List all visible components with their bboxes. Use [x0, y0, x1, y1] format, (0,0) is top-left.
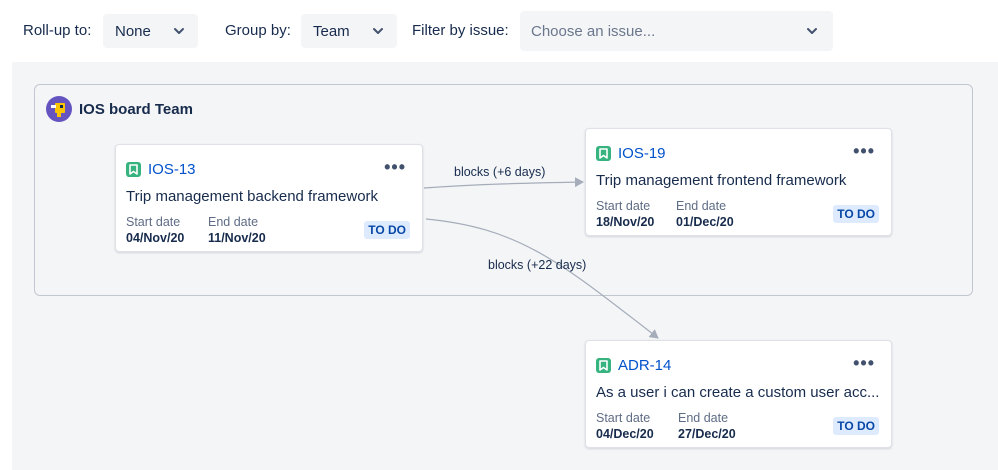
filter-label: Filter by issue:: [412, 22, 509, 39]
issue-card-ios-13[interactable]: IOS-13 ••• Trip management backend frame…: [115, 144, 423, 252]
story-icon: [126, 162, 141, 177]
issue-key-link[interactable]: IOS-19: [618, 145, 666, 162]
edge-ios13-ios19[interactable]: [423, 177, 584, 189]
end-date-value: 01/Dec/20: [676, 215, 734, 229]
issue-key-link[interactable]: ADR-14: [618, 357, 672, 374]
story-icon: [596, 358, 611, 373]
groupby-value: Team: [313, 22, 350, 40]
chevron-down-icon: [174, 28, 184, 34]
rollup-label: Roll-up to:: [23, 22, 92, 39]
issue-key-row: ADR-14: [596, 357, 671, 374]
start-date-value: 04/Dec/20: [596, 427, 654, 441]
start-date-label: Start date: [596, 411, 651, 425]
team-avatar-icon: [51, 103, 65, 117]
team-name: IOS board Team: [79, 101, 193, 118]
issue-key-row: IOS-19: [596, 145, 666, 162]
end-date-value: 27/Dec/20: [678, 427, 736, 441]
status-badge: TO DO: [364, 221, 410, 239]
filter-issue-placeholder: Choose an issue...: [531, 22, 656, 40]
issue-card-adr-14[interactable]: ADR-14 ••• As a user i can create a cust…: [585, 340, 892, 448]
issue-card-ios-19[interactable]: IOS-19 ••• Trip management frontend fram…: [585, 128, 892, 236]
start-date-value: 18/Nov/20: [596, 215, 655, 229]
issue-key-link[interactable]: IOS-13: [148, 161, 196, 178]
edge-label: blocks (+6 days): [454, 165, 546, 179]
issue-summary: Trip management backend framework: [126, 188, 379, 205]
groupby-select[interactable]: Team: [301, 14, 397, 48]
more-options-icon[interactable]: •••: [853, 141, 875, 161]
start-date-label: Start date: [596, 199, 651, 213]
more-options-icon[interactable]: •••: [853, 353, 875, 373]
toolbar: Roll-up to: None Group by: Team Filter b…: [0, 0, 998, 62]
story-icon: [596, 146, 611, 161]
start-date-value: 04/Nov/20: [126, 231, 185, 245]
end-date-label: End date: [676, 199, 727, 213]
issue-key-row: IOS-13: [126, 161, 196, 178]
chevron-down-icon: [807, 28, 817, 34]
rollup-value: None: [115, 22, 151, 40]
team-avatar: [46, 96, 72, 122]
filter-issue-select[interactable]: Choose an issue...: [520, 11, 833, 51]
more-options-icon[interactable]: •••: [384, 157, 406, 177]
groupby-label: Group by:: [225, 22, 291, 39]
start-date-label: Start date: [126, 215, 181, 229]
status-badge: TO DO: [833, 205, 879, 223]
edge-ios13-adr14[interactable]: [425, 218, 659, 339]
edge-label: blocks (+22 days): [488, 258, 587, 272]
end-date-value: 11/Nov/20: [208, 231, 266, 245]
status-badge: TO DO: [833, 417, 879, 435]
issue-summary: Trip management frontend framework: [596, 172, 847, 189]
end-date-label: End date: [208, 215, 259, 229]
chevron-down-icon: [373, 28, 383, 34]
issue-summary: As a user i can create a custom user acc…: [596, 384, 880, 401]
rollup-select[interactable]: None: [103, 14, 198, 48]
end-date-label: End date: [678, 411, 729, 425]
